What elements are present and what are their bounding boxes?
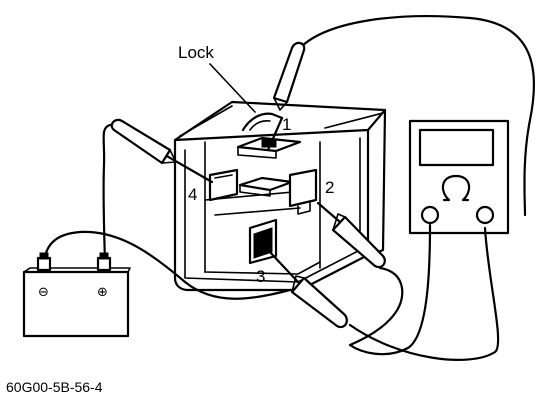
battery [22, 252, 131, 338]
terminal-4 [208, 168, 239, 202]
wire-battery-negative [42, 230, 292, 300]
terminal-3 [248, 218, 278, 265]
wire-battery-positive [102, 123, 112, 264]
lock-label: Lock [178, 43, 214, 62]
terminal-2-label: 2 [325, 178, 334, 197]
multimeter [408, 119, 510, 235]
meter-jack-left [420, 205, 440, 225]
probe-left [110, 118, 214, 184]
terminal-2 [288, 168, 318, 215]
terminal-3-label: 3 [256, 267, 265, 286]
terminal-4-label: 4 [188, 185, 197, 204]
probe-right [316, 201, 386, 269]
wire-meter-left-lead [348, 223, 432, 356]
meter-jack-right [475, 205, 495, 225]
terminal-1 [236, 136, 302, 159]
lock-leader-line [209, 63, 256, 113]
figure-code: 60G00-5B-56-4 [6, 379, 103, 395]
terminal-bridge [238, 176, 294, 197]
lock-tab [241, 112, 284, 132]
probe-bottom [266, 248, 348, 329]
probe-top [266, 41, 306, 152]
ohm-symbol-icon [441, 174, 471, 202]
battery-positive-sign: ⊕ [97, 285, 108, 300]
wire-meter-right-lead [348, 226, 500, 361]
terminal-1-label: 1 [282, 115, 291, 134]
battery-negative-sign: ⊖ [38, 285, 49, 300]
wire-meter-to-top-probe [296, 15, 536, 217]
